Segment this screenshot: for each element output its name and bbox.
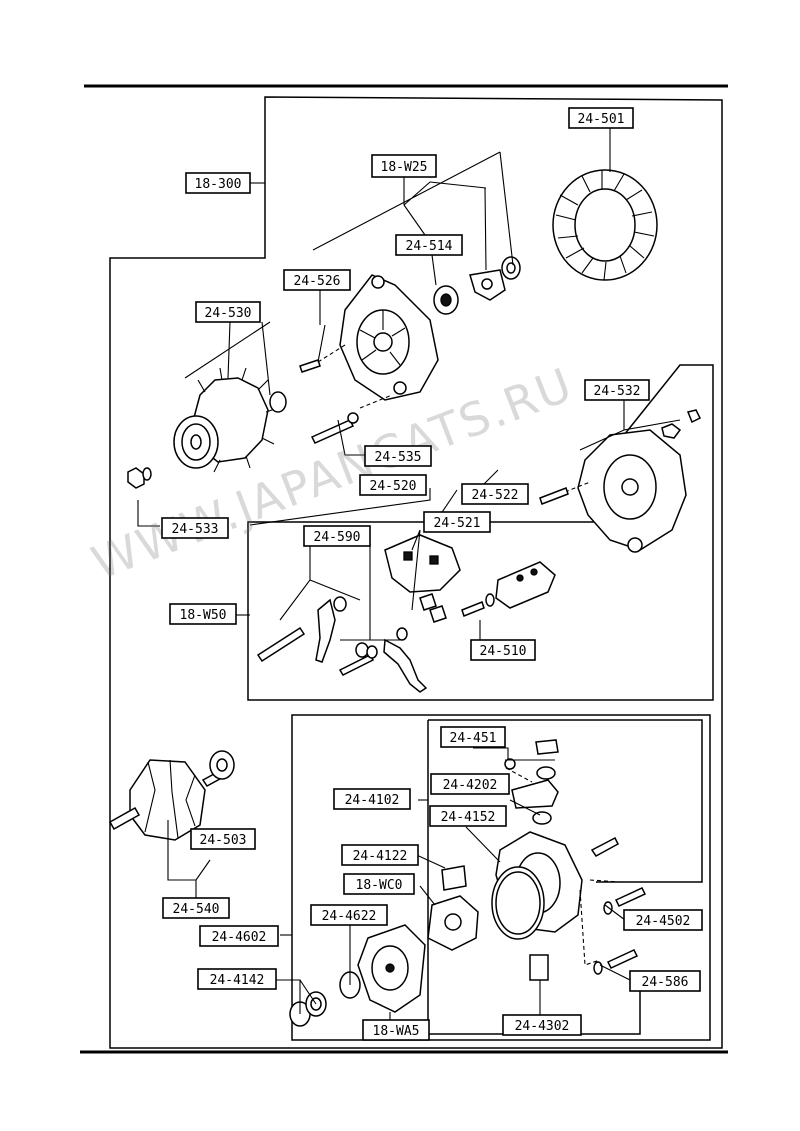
label-24-4152[interactable]: 24-4152 (429, 805, 507, 827)
svg-text:24-586: 24-586 (642, 975, 689, 990)
rotor-part (108, 750, 235, 841)
svg-text:24-4602: 24-4602 (212, 930, 267, 945)
svg-text:18-W25: 18-W25 (381, 160, 428, 175)
label-24-521[interactable]: 24-521 (423, 511, 491, 533)
label-24-503[interactable]: 24-503 (190, 828, 256, 850)
svg-text:24-522: 24-522 (472, 488, 519, 503)
label-24-540[interactable]: 24-540 (162, 897, 230, 919)
label-18-wc0[interactable]: 18-WC0 (343, 873, 415, 895)
pump-bolts (529, 836, 647, 981)
front-bolts (299, 359, 359, 444)
svg-text:24-526: 24-526 (294, 274, 341, 289)
pump-fittings-part (504, 739, 559, 825)
svg-text:24-530: 24-530 (205, 306, 252, 321)
rear-housing-part (577, 409, 702, 553)
label-24-501[interactable]: 24-501 (568, 107, 634, 129)
nut-washer-part (127, 467, 152, 489)
label-24-451[interactable]: 24-451 (440, 726, 506, 748)
svg-text:24-451: 24-451 (450, 731, 497, 746)
svg-text:24-510: 24-510 (480, 644, 527, 659)
label-24-4302[interactable]: 24-4302 (502, 1014, 582, 1036)
label-24-510[interactable]: 24-510 (470, 639, 536, 661)
svg-text:24-4122: 24-4122 (353, 849, 408, 864)
svg-text:18-WC0: 18-WC0 (356, 878, 403, 893)
svg-text:24-535: 24-535 (375, 450, 422, 465)
label-24-4622[interactable]: 24-4622 (310, 904, 388, 926)
label-24-522[interactable]: 24-522 (461, 483, 529, 505)
svg-text:24-521: 24-521 (434, 516, 481, 531)
label-18-300[interactable]: 18-300 (185, 172, 251, 194)
label-24-520[interactable]: 24-520 (359, 474, 427, 496)
front-housing-part (339, 274, 439, 401)
svg-text:18-WA5: 18-WA5 (373, 1024, 420, 1039)
label-18-wa5[interactable]: 18-WA5 (362, 1019, 430, 1041)
rear-bolt-dash (564, 481, 591, 493)
label-18-w25[interactable]: 18-W25 (371, 154, 437, 178)
label-24-4202[interactable]: 24-4202 (430, 773, 510, 795)
label-24-514[interactable]: 24-514 (395, 234, 463, 256)
frame-24-4102 (428, 719, 703, 883)
label-24-535[interactable]: 24-535 (364, 445, 432, 467)
svg-text:24-501: 24-501 (578, 112, 625, 127)
svg-text:24-4102: 24-4102 (345, 793, 400, 808)
frame-24-4602 (291, 714, 711, 1041)
svg-text:24-503: 24-503 (200, 833, 247, 848)
svg-text:24-514: 24-514 (406, 239, 453, 254)
svg-text:24-4152: 24-4152 (441, 810, 496, 825)
label-24-586[interactable]: 24-586 (629, 970, 701, 992)
seal-part (289, 991, 327, 1027)
svg-text:24-4202: 24-4202 (443, 778, 498, 793)
svg-text:24-533: 24-533 (172, 522, 219, 537)
regulator-part (461, 561, 556, 617)
label-24-533[interactable]: 24-533 (161, 517, 229, 539)
label-24-532[interactable]: 24-532 (584, 379, 650, 401)
main-assembly-outline (109, 96, 723, 1049)
svg-text:24-520: 24-520 (370, 479, 417, 494)
rear-bolt (539, 487, 569, 505)
svg-text:24-532: 24-532 (594, 384, 641, 399)
label-24-4502[interactable]: 24-4502 (623, 909, 703, 931)
pump-body-part (491, 831, 583, 940)
front-bolt-dash (317, 344, 393, 409)
brush-holder-part (384, 534, 461, 623)
pump-cover-part (339, 924, 426, 1013)
svg-text:18-W50: 18-W50 (180, 608, 227, 623)
pump-dash (505, 767, 621, 966)
svg-text:24-4302: 24-4302 (515, 1019, 570, 1034)
label-18-w50[interactable]: 18-W50 (169, 603, 237, 625)
label-24-4102[interactable]: 24-4102 (333, 788, 411, 810)
svg-text:18-300: 18-300 (195, 177, 242, 192)
label-24-590[interactable]: 24-590 (303, 525, 371, 547)
pulley-fan-part (173, 367, 287, 473)
leader-lines (137, 128, 681, 1020)
label-24-4122[interactable]: 24-4122 (341, 844, 419, 866)
svg-text:24-540: 24-540 (173, 902, 220, 917)
svg-text:24-4142: 24-4142 (210, 973, 265, 988)
bearing-part (433, 256, 521, 315)
label-24-4602[interactable]: 24-4602 (199, 925, 279, 947)
label-24-530[interactable]: 24-530 (195, 301, 261, 323)
svg-text:24-590: 24-590 (314, 530, 361, 545)
label-24-4142[interactable]: 24-4142 (197, 968, 277, 990)
label-24-526[interactable]: 24-526 (283, 269, 351, 291)
svg-text:24-4502: 24-4502 (636, 914, 691, 929)
rectifier-hardware-part (256, 596, 428, 693)
svg-text:24-4622: 24-4622 (322, 909, 377, 924)
pump-vane-part (427, 865, 479, 951)
stator-part (552, 169, 658, 281)
watermark-text: WWW.JAPANCATS.RU (85, 357, 581, 590)
